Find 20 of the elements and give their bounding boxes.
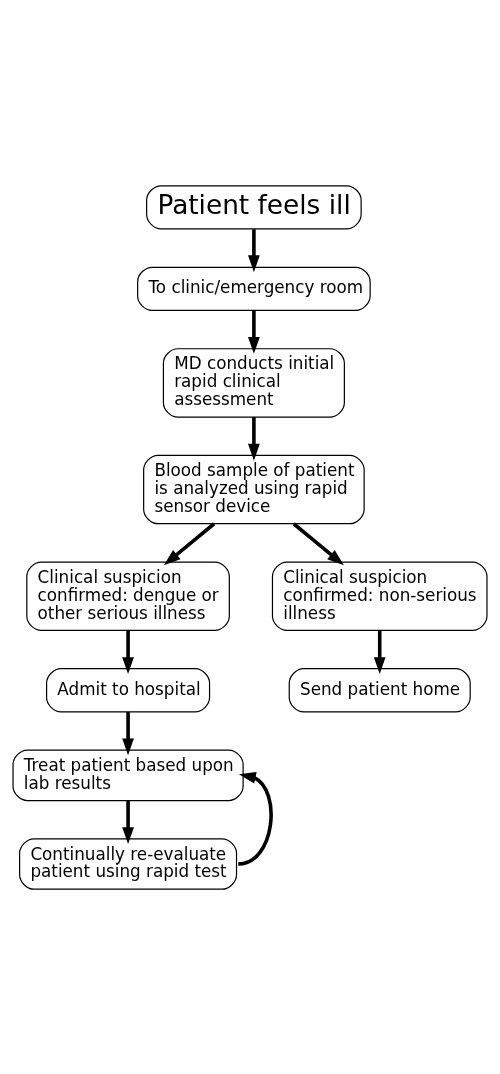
arrow: [122, 800, 134, 844]
arrow: [238, 771, 273, 866]
arrow: [248, 228, 260, 272]
node-box: Treat patient based upon lab results: [12, 749, 244, 801]
node-box: Send patient home: [288, 667, 471, 712]
arrow: [248, 310, 260, 354]
arrow: [163, 521, 216, 565]
node-box: Clinical suspicion confirmed: dengue or other serious illness: [26, 560, 230, 631]
arrow: [122, 711, 134, 755]
node-box: Clinical suspicion confirmed: non-serious illness: [271, 560, 488, 631]
node-box: Patient feels ill: [146, 184, 362, 230]
node-box: MD conducts initial rapid clinical assessment: [162, 347, 345, 418]
node-box: Blood sample of patient is analyzed using rapid sensor device: [143, 454, 365, 524]
arrow: [292, 521, 344, 565]
node-box: To clinic/emergency room: [137, 266, 371, 311]
arrow: [373, 630, 386, 674]
node-box: Admit to hospital: [46, 667, 211, 712]
node-box: Continually re-evaluate patient using rapid test: [19, 837, 238, 890]
arrow: [122, 630, 134, 674]
arrow: [248, 416, 260, 461]
